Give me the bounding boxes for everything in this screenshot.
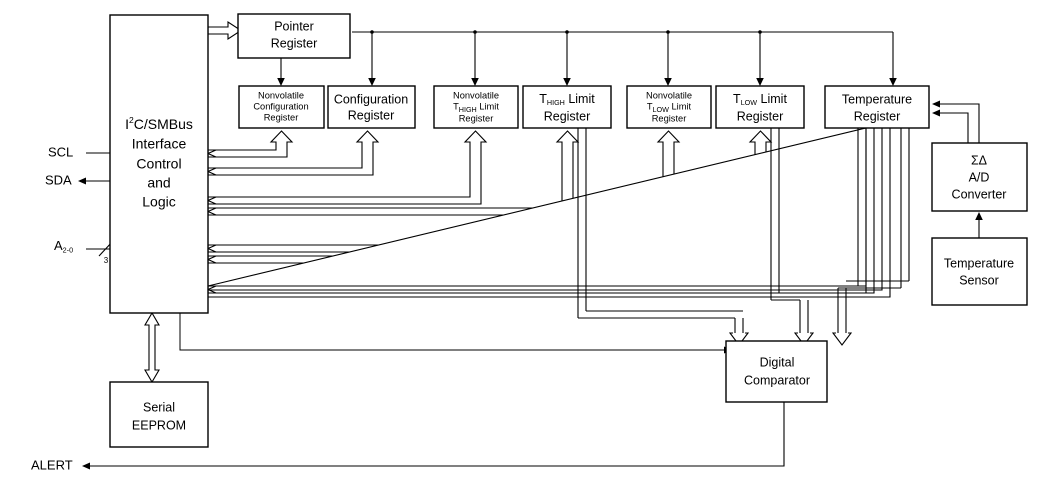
nv-thigh-label-line1: Nonvolatile	[453, 90, 499, 100]
nonvolatile-thigh-limit-register-block[interactable]	[433, 85, 519, 129]
nv-tlow-label-line3: Register	[652, 113, 687, 123]
bus-config-registers-to-interface	[206, 130, 380, 176]
thigh-limit-register-block[interactable]	[522, 85, 612, 129]
config-label-line1: Configuration	[334, 92, 408, 106]
temperature-register-label-line2: Register	[854, 109, 901, 123]
temperature-sensor-label-line1: Temperature	[944, 256, 1014, 270]
wire-interface-to-comparator	[179, 313, 732, 354]
wire-adc-to-temperature-register	[932, 100, 980, 143]
comparator-label-line2: Comparator	[744, 373, 810, 387]
interface-label-line4: and	[147, 175, 170, 191]
nv-config-label-line2: Configuration	[253, 101, 308, 111]
interface-label-line3: Control	[136, 156, 181, 172]
digital-comparator-block[interactable]	[725, 340, 828, 403]
adc-label-line1: ΣΔ	[971, 153, 987, 167]
address-pin-label: A2-0	[54, 238, 73, 254]
alert-pin-label: ALERT	[31, 457, 73, 472]
sda-pin-label: SDA	[45, 172, 72, 187]
address-bus-width-label: 3	[104, 256, 109, 265]
sigma-delta-adc-block[interactable]	[931, 142, 1028, 212]
adc-label-line3: Converter	[952, 187, 1007, 201]
wire-comparator-to-alert	[82, 402, 785, 470]
pointer-register-label-line1: Pointer	[274, 19, 314, 33]
tlow-limit-register-block[interactable]	[715, 85, 805, 129]
i2c-smbus-interface-block[interactable]	[109, 14, 209, 314]
bus-registers-to-comparator	[577, 128, 910, 346]
eeprom-label-line1: Serial	[143, 400, 175, 414]
pointer-register-label-line2: Register	[271, 36, 318, 50]
nv-tlow-label-line2: TLOW Limit	[647, 102, 692, 114]
config-label-line2: Register	[348, 108, 395, 122]
bus-temperature-register-to-interface	[206, 127, 891, 298]
interface-label-line1: I2C/SMBus	[125, 115, 193, 131]
tlow-label-line1: TLOW Limit	[733, 92, 787, 107]
adc-label-line2: A/D	[969, 170, 990, 184]
nv-thigh-label-line3: Register	[459, 113, 494, 123]
thigh-label-line2: Register	[544, 109, 591, 123]
nv-config-label-line3: Register	[264, 112, 299, 122]
interface-label-line2: Interface	[132, 136, 187, 152]
bus-interface-to-pointer	[207, 20, 243, 41]
wire-sensor-to-adc	[975, 212, 983, 238]
comparator-label-line1: Digital	[760, 355, 795, 369]
thigh-label-line1: THIGH Limit	[539, 92, 595, 107]
nv-tlow-label-line1: Nonvolatile	[646, 90, 692, 100]
pointer-distribution-bus	[277, 30, 897, 86]
configuration-register-block[interactable]	[327, 85, 416, 129]
scl-pin-label: SCL	[48, 144, 73, 159]
temperature-sensor-label-line2: Sensor	[959, 273, 999, 287]
serial-eeprom-block[interactable]	[109, 381, 209, 448]
nv-config-label-line1: Nonvolatile	[258, 90, 304, 100]
nonvolatile-configuration-register-block[interactable]	[238, 85, 325, 129]
interface-label-line5: Logic	[142, 194, 175, 210]
temperature-sensor-block[interactable]	[931, 237, 1028, 306]
tlow-label-line2: Register	[737, 109, 784, 123]
nonvolatile-tlow-limit-register-block[interactable]	[626, 85, 712, 129]
temperature-register-block[interactable]	[824, 85, 930, 129]
pointer-register-block[interactable]	[237, 13, 351, 59]
eeprom-label-line2: EEPROM	[132, 418, 186, 432]
bus-interface-to-eeprom	[144, 311, 160, 384]
nv-thigh-label-line2: THIGH Limit	[453, 102, 499, 114]
temperature-register-label-line1: Temperature	[842, 92, 912, 106]
